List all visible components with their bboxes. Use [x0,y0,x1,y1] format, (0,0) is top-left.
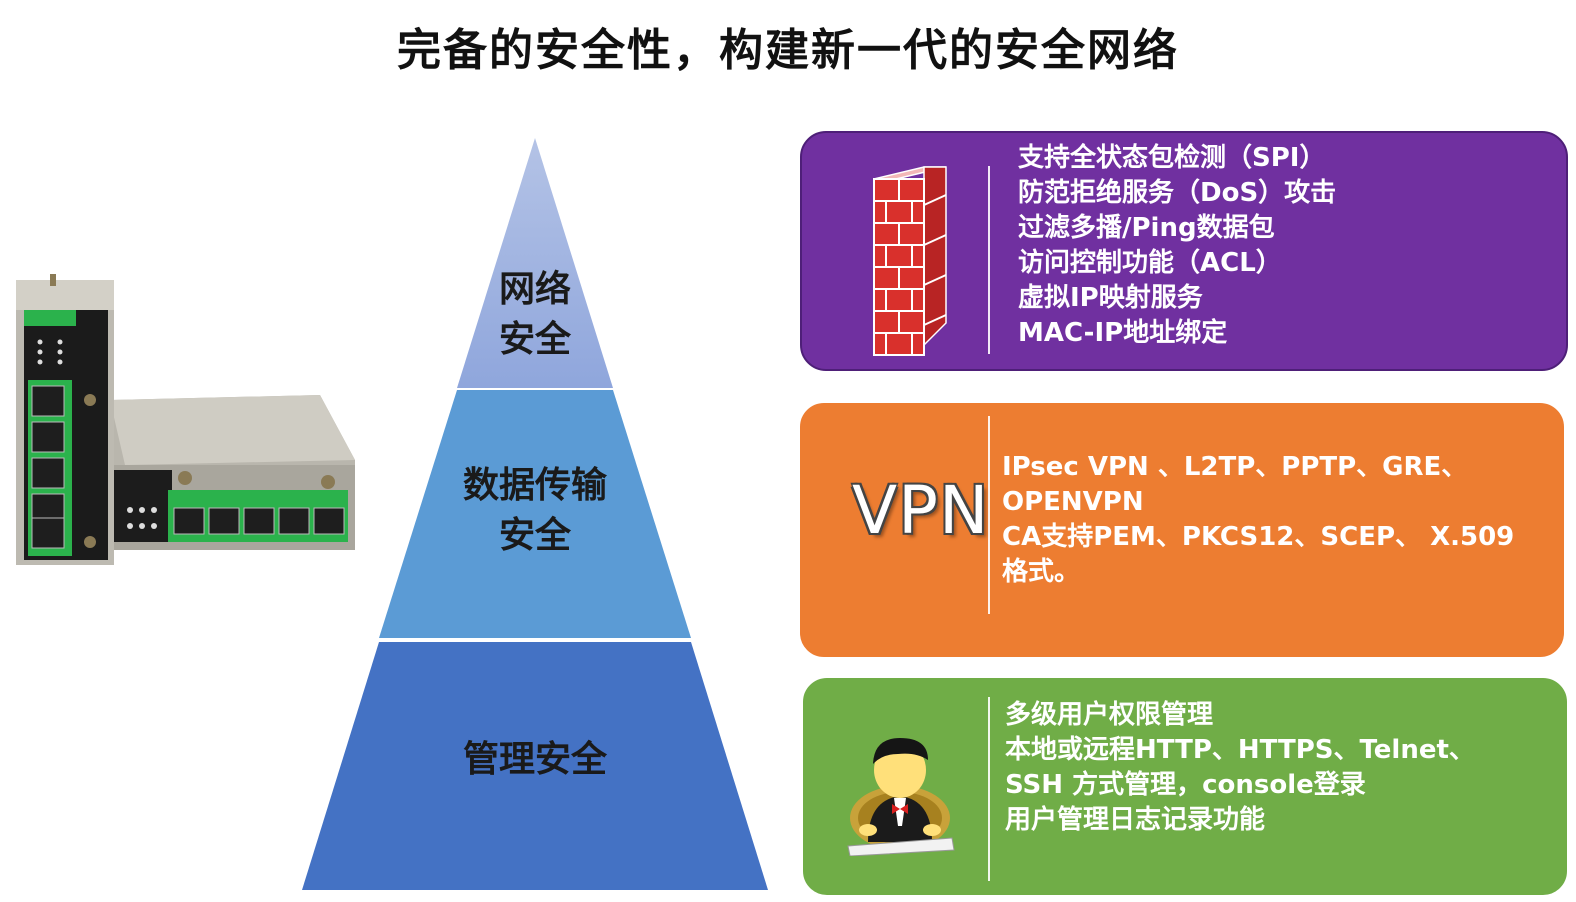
firewall-brick-icon [873,166,947,356]
feature-line: 多级用户权限管理 [1005,700,1214,730]
feature-line: 支持全状态包检测（SPI） [1018,143,1326,173]
pyramid-tier-top [457,138,613,388]
industrial-router-icon [16,274,355,565]
feature-line: 过滤多播/Ping数据包 [1018,213,1275,243]
feature-line: SSH 方式管理，console登录 [1005,770,1366,800]
card-divider [988,166,990,354]
tier-label-line: 网络 [498,269,571,310]
transport-security-card [798,401,1566,659]
vpn-logo-icon: VPN [852,472,990,549]
management-security-features: 多级用户权限管理 本地或远程HTTP、HTTPS、Telnet、 SSH 方式管… [1005,698,1475,838]
feature-line: OPENVPN [1002,487,1144,517]
card-divider [988,416,990,614]
security-pyramid [302,138,768,890]
pyramid-tier-middle [379,390,691,638]
feature-line: 本地或远程HTTP、HTTPS、Telnet、 [1005,735,1475,765]
tier-label-line: 数据传输 [462,465,607,506]
network-security-features: 支持全状态包检测（SPI） 防范拒绝服务（DoS）攻击 过滤多播/Ping数据包… [1018,141,1336,351]
management-security-card [801,676,1569,897]
feature-line: IPsec VPN 、L2TP、PPTP、GRE、 [1002,452,1468,482]
admin-user-icon [847,738,955,856]
feature-line: 用户管理日志记录功能 [1005,805,1266,835]
pyramid-tier-middle-label: 数据传输 安全 [300,461,770,561]
feature-line: CA支持PEM、PKCS12、SCEP、 X.509 [1002,522,1515,552]
pyramid-tier-bottom-label: 管理安全 [300,735,770,785]
feature-line: 虚拟IP映射服务 [1018,283,1203,313]
card-divider [988,697,990,881]
pyramid-tier-bottom [302,642,768,890]
feature-line: 格式。 [1002,557,1081,587]
page-title: 完备的安全性，构建新一代的安全网络 [397,25,1179,76]
tier-label-line: 安全 [498,515,571,556]
pyramid-tier-top-label: 网络 安全 [300,265,770,365]
feature-line: 防范拒绝服务（DoS）攻击 [1018,178,1337,208]
tier-label-line: 管理安全 [462,739,607,780]
tier-label-line: 安全 [498,319,571,360]
feature-line: MAC-IP地址绑定 [1018,318,1228,348]
transport-security-features: IPsec VPN 、L2TP、PPTP、GRE、 OPENVPN CA支持PE… [1002,450,1514,590]
feature-line: 访问控制功能（ACL） [1018,248,1282,278]
